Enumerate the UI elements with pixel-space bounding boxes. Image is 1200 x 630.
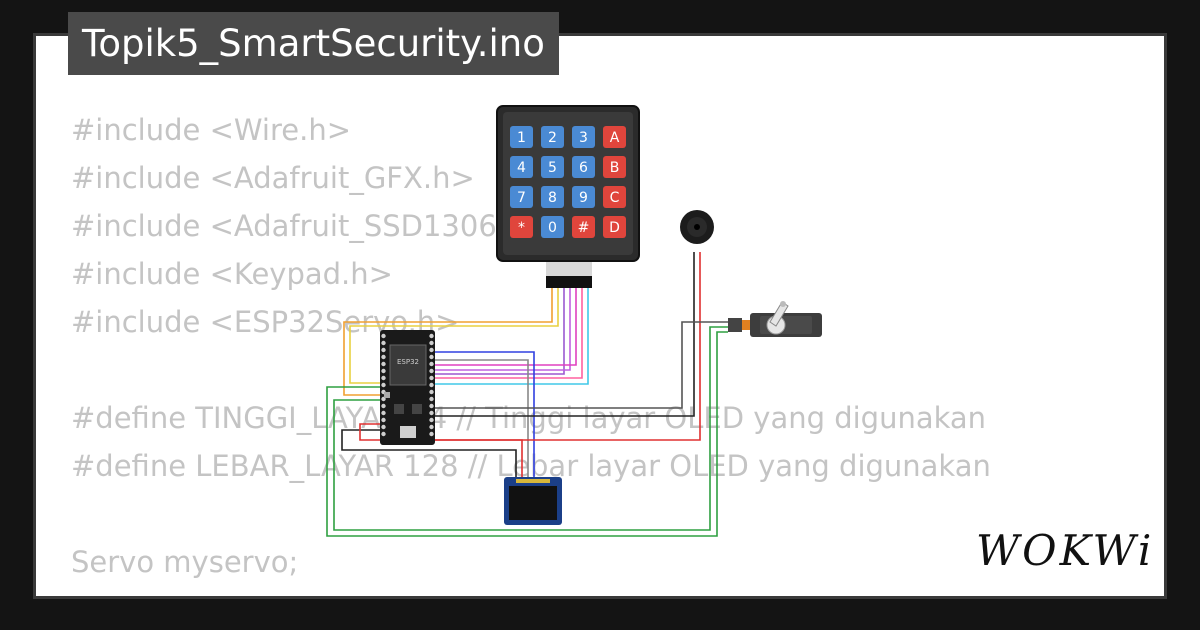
esp32-pin [381, 431, 386, 437]
keypad-key[interactable]: 5 [541, 156, 564, 178]
keypad-connector [546, 262, 592, 288]
esp32-pin [381, 368, 386, 374]
esp32-pin [429, 347, 434, 353]
code-line: #include <Adafruit_SSD1306.h> [71, 209, 549, 243]
esp32-pin [429, 403, 434, 409]
keypad-key[interactable]: 3 [572, 126, 595, 148]
wire-orange [343, 288, 553, 396]
keypad-key-label: 5 [548, 160, 557, 176]
esp32-pin [429, 354, 434, 360]
keypad-key-label: 8 [548, 190, 557, 206]
esp32-pin [429, 389, 434, 395]
esp32-pin [429, 333, 434, 339]
keypad-key[interactable]: 2 [541, 126, 564, 148]
keypad-key-label: 6 [579, 160, 588, 176]
keypad-key[interactable]: 8 [541, 186, 564, 208]
keypad-key[interactable]: D [603, 216, 626, 238]
code-line: #include <Adafruit_GFX.h> [71, 161, 475, 195]
code-line: Servo myservo; [71, 545, 299, 579]
esp32-pin [429, 340, 434, 346]
esp32-pin [429, 375, 434, 381]
keypad-key-label: 7 [517, 190, 526, 206]
keypad-key[interactable]: 6 [572, 156, 595, 178]
esp32-pin [381, 382, 386, 388]
keypad-key-label: C [610, 190, 620, 206]
wire-violet [435, 288, 571, 371]
esp32-pin [381, 354, 386, 360]
wire-gray [435, 359, 529, 477]
code-line: #include <ESP32Servo.h> [71, 305, 460, 339]
keypad-key-label: 2 [548, 130, 557, 146]
sketch-title[interactable]: Topik5_SmartSecurity.ino [68, 12, 559, 75]
keypad-key[interactable]: * [510, 216, 533, 238]
keypad-4x4: 1 2 3 A 4 5 6 B 7 8 9 C * 0 # D [496, 105, 640, 288]
code-editor-text: #include <Wire.h> #include <Adafruit_GFX… [71, 106, 991, 596]
wire-red-oled [359, 423, 523, 477]
wire-pink [435, 288, 583, 379]
esp32-pin [381, 424, 386, 430]
oled-display [504, 477, 562, 525]
keypad-key[interactable]: A [603, 126, 626, 148]
keypad-key-label: A [610, 130, 620, 146]
keypad-key[interactable]: B [603, 156, 626, 178]
esp32-pin [381, 410, 386, 416]
code-line: #define LEBAR_LAYAR 128 // Lebar layar O… [71, 449, 991, 483]
keypad-key-label: 9 [579, 190, 588, 206]
esp32-pin [429, 431, 434, 437]
esp32-pin [429, 382, 434, 388]
keypad-key[interactable]: 1 [510, 126, 533, 148]
code-line: const byte ROWS = 4; // jumlah baris key… [71, 593, 726, 596]
keypad-key-label: 0 [548, 220, 557, 236]
esp32-pin [381, 417, 386, 423]
wire-black-buzzer [435, 252, 695, 417]
esp32-pin [381, 333, 386, 339]
keypad-key-label: B [610, 160, 620, 176]
esp32-pin [429, 417, 434, 423]
wire-red-servo [435, 252, 701, 441]
code-line: #include <Wire.h> [71, 113, 352, 147]
esp32-label: ESP32 [397, 358, 419, 366]
esp32-pin [381, 361, 386, 367]
wire-green [326, 331, 728, 537]
wire-yellow [349, 288, 559, 384]
esp32-pin [429, 396, 434, 402]
keypad-key-label: 1 [517, 130, 526, 146]
keypad-key[interactable]: 7 [510, 186, 533, 208]
esp32-pin [429, 368, 434, 374]
esp32-pin [381, 403, 386, 409]
esp32-pin [429, 424, 434, 430]
wire-magenta [435, 288, 577, 366]
wire-black-servo [435, 321, 728, 409]
buzzer [680, 210, 714, 244]
esp32-pin [429, 361, 434, 367]
keypad-key-label: * [518, 220, 525, 236]
keypad-key-label: # [578, 220, 590, 236]
keypad-key[interactable]: # [572, 216, 595, 238]
wokwi-logo: WOKWi [976, 526, 1155, 575]
wire-cyan [435, 288, 589, 385]
keypad-key[interactable]: C [603, 186, 626, 208]
keypad-key-label: 3 [579, 130, 588, 146]
wire-green-servo [333, 326, 728, 531]
keypad-key[interactable]: 0 [541, 216, 564, 238]
keypad-key-label: D [609, 220, 620, 236]
keypad-key-label: 4 [517, 160, 526, 176]
esp32-pin [429, 410, 434, 416]
wire-blue [435, 351, 535, 477]
wires [326, 252, 728, 537]
keypad-key[interactable]: 9 [572, 186, 595, 208]
keypad-key[interactable]: 4 [510, 156, 533, 178]
esp32-board: ESP32 [380, 330, 435, 445]
wire-black-oled [341, 429, 517, 477]
esp32-pin [381, 375, 386, 381]
wire-purple-1 [435, 288, 565, 375]
servo-motor [728, 301, 822, 337]
esp32-pin [381, 347, 386, 353]
code-line: #include <Keypad.h> [71, 257, 393, 291]
esp32-pin [381, 340, 386, 346]
